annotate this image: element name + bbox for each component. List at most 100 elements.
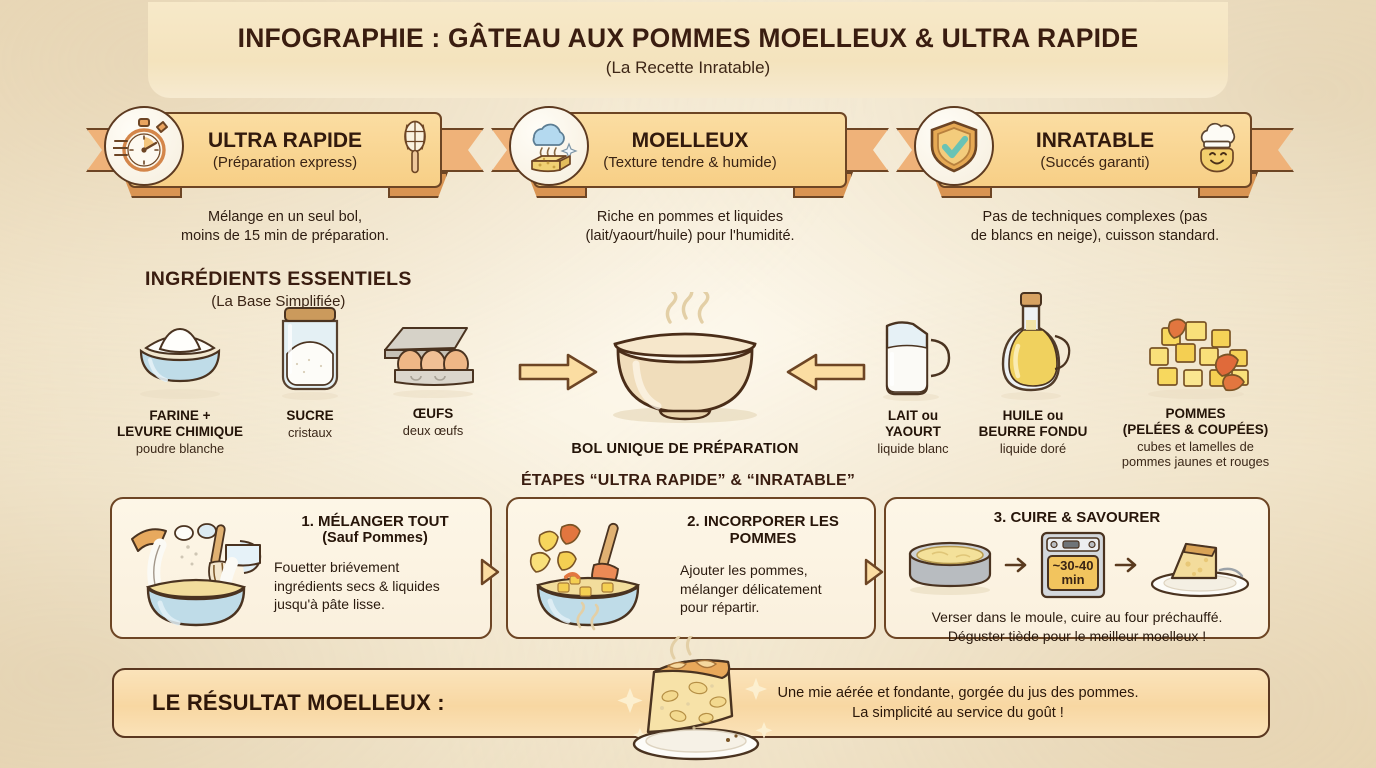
ingredient-milk: LAIT ou YAOURT liquide blanc: [838, 308, 988, 456]
stopwatch-badge: [104, 106, 184, 186]
result-text: Une mie aérée et fondante, gorgée du jus…: [678, 683, 1238, 723]
ingredient-name-line1: HUILE ou: [1002, 408, 1064, 423]
step-body-line2: mélanger délicatement: [680, 580, 822, 597]
pillar-desc-line1: Pas de techniques complexes (pas: [982, 209, 1208, 225]
cake-slice-plate-icon: [578, 620, 808, 768]
ingredient-name-line2: LEVURE CHIMIQUE: [116, 423, 243, 439]
ingredient-sugar: SUCRE cristaux: [235, 300, 385, 440]
pillar-subtitle: (Succés garanti): [1040, 154, 1150, 171]
ingredient-note: cubes et lamelles de pommes jaunes et ro…: [1121, 438, 1270, 470]
shield-check-badge: [914, 106, 994, 186]
pillar-description: Mélange en un seul bol, moins de 15 min …: [86, 208, 484, 246]
ingredient-note: liquide blanc: [877, 440, 949, 456]
ingredient-name-line1: POMMES: [1165, 406, 1226, 421]
result-text-line1: Une mie aérée et fondante, gorgée du jus…: [777, 684, 1139, 701]
mixing-bowl-icon: [613, 284, 757, 423]
pillar-desc-line2: moins de 15 min de préparation.: [181, 228, 389, 245]
pillar-title: MOELLEUX: [631, 129, 749, 152]
step-body-line3: pour répartir.: [680, 599, 760, 616]
ingredient-eggs: ŒUFS deux œufs: [358, 318, 508, 438]
oven-timer-line1: ~30-40: [1053, 558, 1094, 573]
ribbon-moelleux: MOELLEUX (Texture tendre & humide): [491, 104, 889, 198]
ingredient-name-line2: YAOURT: [885, 423, 941, 439]
mixing-bowl-group: BOL UNIQUE DE PRÉPARATION: [560, 284, 810, 457]
oil-bottle-icon: [958, 288, 1108, 402]
page-title: INFOGRAPHIE : GÂTEAU AUX POMMES MOELLEUX…: [237, 22, 1139, 53]
ingredient-name-line2: BEURRE FONDU: [978, 423, 1088, 439]
step-body-line2: Déguster tiède pour le meilleur moelleux…: [947, 627, 1207, 644]
pillar-ultra-rapide: ULTRA RAPIDE (Préparation express): [86, 104, 484, 254]
ingredient-oil: HUILE ou BEURRE FONDU liquide doré: [958, 288, 1108, 456]
ingredient-note: cristaux: [287, 424, 333, 440]
step-body-line1: Fouetter briévement: [274, 559, 400, 575]
step-connector-arrow-2: [864, 558, 886, 586]
ribbon-inratable: INRATABLE (Succés garanti): [896, 104, 1294, 198]
ribbon-body: ULTRA RAPIDE (Préparation express): [128, 112, 442, 188]
step-body-line3: jusqu'à pâte lisse.: [274, 596, 385, 613]
ingredient-note: deux œufs: [402, 422, 464, 438]
step-card-2: 2. INCORPORER LES POMMES Ajouter les pom…: [506, 497, 876, 639]
ingredient-note: poudre blanche: [135, 440, 225, 456]
ingredient-name: ŒUFS: [412, 406, 454, 421]
shield-check-icon: [930, 120, 978, 173]
apple-cubes-icon: [1108, 312, 1283, 400]
cloud-sponge-badge: [509, 106, 589, 186]
arrow-right-icon: [518, 352, 598, 397]
ingredient-name: POMMES (PELÉES & COUPÉES): [1108, 406, 1283, 438]
ingredients-heading: INGRÉDIENTS ESSENTIELS (La Base Simplifi…: [145, 268, 412, 310]
step-title: 2. INCORPORER LES POMMES: [687, 513, 839, 547]
arrow-left-icon: [786, 352, 866, 397]
cloud-sponge-icon: [531, 123, 578, 173]
steps-heading: ÉTAPES “ULTRA RAPIDE” & “INRATABLE”: [520, 472, 856, 489]
arrow-icon-2: [1114, 557, 1137, 573]
step-subtitle: (Sauf Pommes): [322, 530, 428, 546]
ingredient-name-line1: FARINE +: [149, 408, 211, 423]
pillar-subtitle: (Texture tendre & humide): [603, 154, 777, 171]
cake-slice-plate-small-icon: [1150, 542, 1250, 598]
bowl-label: BOL UNIQUE DE PRÉPARATION: [571, 441, 799, 457]
stopwatch-icon: [113, 118, 168, 172]
ribbon-body: INRATABLE (Succés garanti): [938, 112, 1252, 188]
step-title: 1. MÉLANGER TOUT: [301, 513, 449, 530]
ingredient-name: LAIT ou YAOURT: [838, 408, 988, 440]
ingredient-flour: FARINE + LEVURE CHIMIQUE poudre blanche: [105, 320, 255, 456]
oven-timer-icon: ~30-40 min: [1040, 531, 1106, 599]
egg-carton-icon: [358, 318, 508, 400]
milk-pitcher-icon: [838, 308, 988, 402]
pillar-subtitle: (Préparation express): [212, 154, 358, 171]
chef-face-icon: [1194, 122, 1240, 178]
ingredient-name: HUILE ou BEURRE FONDU: [958, 408, 1108, 440]
pillar-desc-line2: (lait/yaourt/huile) pour l'humidité.: [585, 228, 795, 245]
ribbon-ultra-rapide: ULTRA RAPIDE (Préparation express): [86, 104, 484, 198]
step-title: 3. CUIRE & SAVOURER: [993, 509, 1161, 526]
ingredient-name: SUCRE: [286, 408, 334, 423]
pillar-desc-line1: Riche en pommes et liquides: [596, 209, 784, 225]
result-text-line2: La simplicité au service du goût !: [852, 705, 1064, 721]
ingredient-name: FARINE + LEVURE CHIMIQUE: [105, 408, 255, 440]
step-connector-arrow-1: [480, 558, 502, 586]
pillar-inratable: INRATABLE (Succés garanti): [896, 104, 1294, 254]
pillar-title: INRATABLE: [1035, 129, 1155, 152]
title-banner: INFOGRAPHIE : GÂTEAU AUX POMMES MOELLEUX…: [148, 2, 1228, 98]
oven-timer-line2: min: [1061, 572, 1084, 587]
flour-bowl-icon: [105, 320, 255, 402]
ingredients-title: INGRÉDIENTS ESSENTIELS: [145, 268, 412, 290]
ingredient-apples: POMMES (PELÉES & COUPÉES) cubes et lamel…: [1108, 312, 1283, 470]
step-body-line1: Verser dans le moule, cuire au four préc…: [931, 609, 1223, 625]
sugar-jar-icon: [235, 300, 385, 402]
pillar-moelleux: MOELLEUX (Texture tendre & humide) Riche…: [491, 104, 889, 254]
ingredient-name-line1: LAIT ou: [887, 408, 939, 423]
ingredients-subtitle: (La Base Simplifiée): [211, 293, 346, 310]
step-body-line1: Ajouter les pommes,: [680, 562, 808, 578]
pillar-description: Riche en pommes et liquides (lait/yaourt…: [491, 208, 889, 246]
step-body-line2: ingrédients secs & liquides: [274, 577, 440, 594]
pillar-desc-line1: Mélange en un seul bol,: [208, 209, 362, 225]
pillar-desc-line2: de blancs en neige), cuisson standard.: [970, 228, 1220, 245]
cake-pan-icon: [908, 541, 992, 595]
result-label: LE RÉSULTAT MOELLEUX :: [152, 690, 445, 715]
apple-folding-bowl-icon: [518, 507, 664, 640]
pillar-description: Pas de techniques complexes (pas de blan…: [896, 208, 1294, 246]
whisking-bowl-icon: [122, 507, 274, 640]
ingredient-note: liquide doré: [999, 440, 1067, 456]
